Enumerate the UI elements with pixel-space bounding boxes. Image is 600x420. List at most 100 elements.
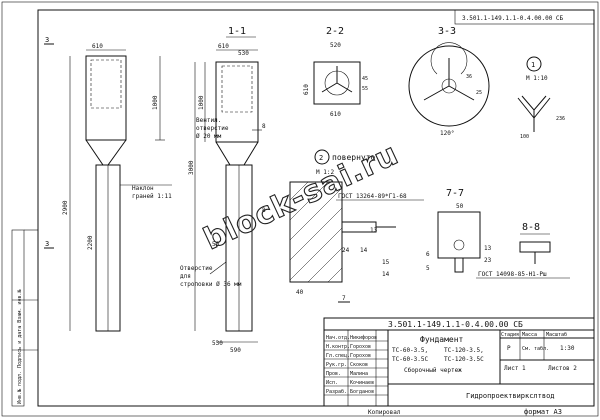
svg-text:8-8: 8-8: [522, 222, 540, 233]
section-7-7: 7-7 50 6 5 13 23: [426, 188, 492, 273]
svg-text:7-7: 7-7: [446, 188, 464, 199]
svg-text:Гл.спец.: Гл.спец.: [326, 353, 350, 359]
svg-text:14: 14: [382, 271, 390, 278]
svg-text:отверстие: отверстие: [196, 125, 229, 132]
svg-text:Кочинаев: Кочинаев: [350, 380, 374, 386]
svg-text:Масштаб: Масштаб: [546, 331, 567, 338]
svg-text:2-2: 2-2: [326, 26, 344, 37]
svg-text:Горохов: Горохов: [350, 344, 371, 350]
product-title: Фундамент: [420, 335, 464, 344]
svg-text:50: 50: [212, 241, 220, 248]
svg-text:120°: 120°: [440, 130, 454, 137]
svg-text:повернуто: повернуто: [332, 153, 376, 162]
svg-text:1-1: 1-1: [228, 26, 246, 37]
svg-text:23: 23: [484, 257, 492, 264]
gost-1: ГОСТ 13264-89*Г1-68: [338, 193, 407, 200]
section-3-3: 3-3 120° 36 25: [408, 26, 490, 137]
svg-text:1:30: 1:30: [560, 345, 575, 352]
svg-text:граней 1:11: граней 1:11: [132, 193, 172, 200]
svg-text:См. табл.: См. табл.: [522, 345, 549, 352]
front-view: 610 1000 2900 2200 Наклон граней 1:11: [62, 43, 172, 332]
svg-text:Лист 1: Лист 1: [504, 365, 526, 372]
copied-by: Копировал: [368, 409, 401, 416]
side-stamp-strip: [11, 229, 25, 407]
svg-text:2200: 2200: [87, 235, 94, 250]
svg-text:36: 36: [466, 74, 472, 80]
inner-frame: [37, 9, 595, 407]
svg-text:13: 13: [370, 227, 378, 234]
svg-text:Исп.: Исп.: [326, 380, 338, 386]
svg-text:Ø 20 мм: Ø 20 мм: [196, 133, 222, 140]
svg-text:5: 5: [426, 265, 430, 272]
top-code: 3.501.1-149.1.1-0.4.00.00 СБ: [462, 15, 564, 22]
svg-text:25: 25: [476, 90, 482, 96]
organization: Гидропроектвиркслтвод: [466, 392, 555, 400]
svg-text:530: 530: [238, 50, 249, 57]
section-2-2: 2-2 520 610 610 45 55: [303, 26, 368, 118]
svg-text:М 1:10: М 1:10: [526, 75, 548, 82]
format-label: формат А3: [524, 408, 562, 416]
svg-text:Горохов: Горохов: [350, 353, 371, 359]
document-code: 3.501.1-149.1.1-0.4.00.00 СБ: [388, 320, 523, 329]
vent-note: Вентил.: [196, 117, 221, 124]
svg-text:610: 610: [92, 43, 103, 50]
svg-text:6: 6: [426, 251, 430, 258]
svg-text:1000: 1000: [152, 95, 159, 110]
svg-text:Р: Р: [507, 345, 511, 352]
section-1-1: 1-1 610 530 3000 1000 50 Вентил. отверст…: [180, 26, 266, 354]
svg-text:7: 7: [342, 295, 346, 302]
svg-text:236: 236: [556, 116, 565, 122]
lifting-hole-note: Отверстие: [180, 265, 213, 272]
svg-text:590: 590: [230, 347, 241, 354]
svg-text:3000: 3000: [188, 160, 195, 175]
svg-text:3-3: 3-3: [438, 26, 456, 37]
svg-text:2900: 2900: [62, 200, 69, 215]
svg-text:Малина: Малина: [350, 371, 368, 377]
section-8-8: 8-8 ГОСТ 14098-85-Н1-Рш: [476, 222, 570, 279]
marker-3-bot: 3: [45, 240, 49, 248]
node-2: 2 повернуто М 1:2 ГОСТ 13264-89*Г1-68 24…: [289, 149, 424, 303]
svg-text:Пров.: Пров.: [326, 371, 341, 377]
svg-text:Разраб.: Разраб.: [326, 388, 347, 395]
svg-text:40: 40: [296, 289, 304, 296]
svg-text:Нач.отд.: Нач.отд.: [326, 335, 350, 341]
svg-text:610: 610: [330, 111, 341, 118]
svg-text:Н.контр.: Н.контр.: [326, 344, 350, 350]
svg-text:55: 55: [362, 86, 368, 92]
svg-text:ТС-120-3.5С: ТС-120-3.5С: [444, 356, 484, 363]
svg-text:8: 8: [262, 123, 266, 130]
svg-text:50: 50: [456, 203, 464, 210]
svg-text:Рук.гр.: Рук.гр.: [326, 362, 347, 368]
svg-text:15: 15: [382, 259, 390, 266]
chamfer-note: Наклон: [132, 185, 154, 192]
svg-text:для: для: [180, 273, 191, 280]
svg-text:ТС-120-3.5,: ТС-120-3.5,: [444, 347, 484, 354]
svg-text:строповки Ø 36 мм: строповки Ø 36 мм: [180, 281, 242, 288]
svg-text:1: 1: [531, 61, 535, 69]
svg-text:ТС-60-3.5С: ТС-60-3.5С: [392, 356, 429, 363]
svg-text:14: 14: [360, 247, 368, 254]
svg-text:610: 610: [303, 84, 310, 95]
top-code-box: [454, 9, 595, 25]
svg-text:Стадия: Стадия: [501, 332, 519, 338]
svg-text:Сборочный чертеж: Сборочный чертеж: [404, 367, 462, 374]
svg-text:Листов 2: Листов 2: [548, 365, 577, 372]
svg-text:520: 520: [330, 42, 341, 49]
svg-text:Масса: Масса: [522, 332, 537, 338]
svg-text:Скоков: Скоков: [350, 362, 368, 368]
gost-2: ГОСТ 14098-85-Н1-Рш: [478, 271, 547, 278]
svg-text:100: 100: [520, 134, 529, 140]
svg-text:ТС-60-3.5,: ТС-60-3.5,: [392, 347, 428, 354]
svg-text:Богданов: Богданов: [350, 389, 374, 395]
marker-3-top: 3: [45, 36, 49, 44]
svg-text:1000: 1000: [198, 95, 205, 110]
svg-text:13: 13: [484, 245, 492, 252]
svg-text:М 1:2: М 1:2: [316, 169, 334, 176]
svg-text:8: 8: [262, 207, 266, 214]
title-block: 3.501.1-149.1.1-0.4.00.00 СБ Нач.отд. Ни…: [323, 317, 595, 407]
svg-text:24: 24: [342, 247, 350, 254]
svg-text:Никифоров: Никифоров: [350, 335, 377, 341]
svg-text:530: 530: [212, 340, 223, 347]
